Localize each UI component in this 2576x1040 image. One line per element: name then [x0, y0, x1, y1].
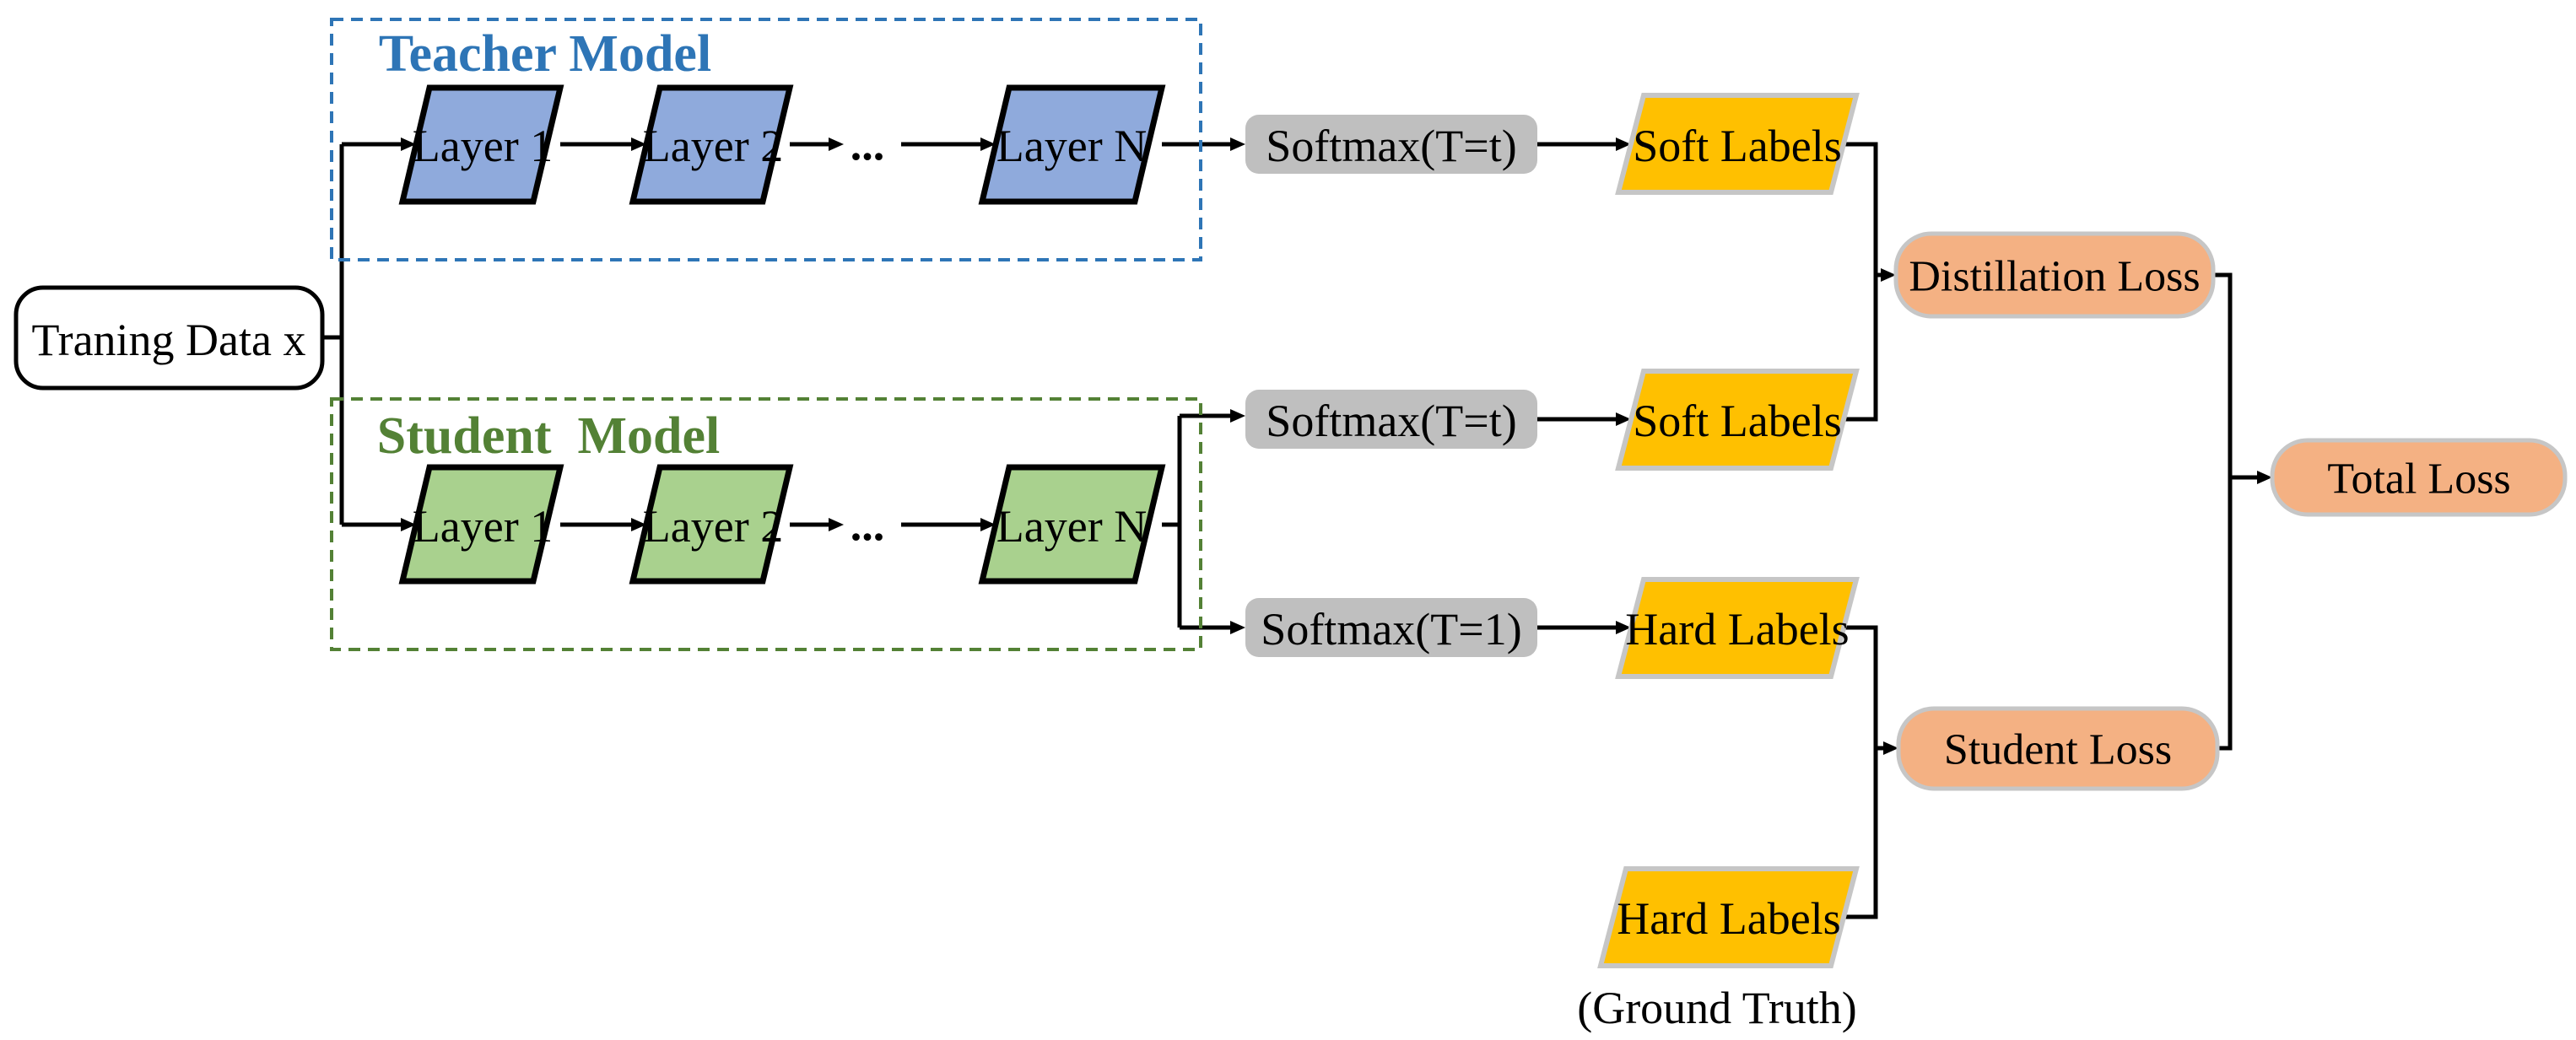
softmax-teacher-label: Softmax(T=t): [1266, 121, 1516, 171]
training-data-node: Traning Data x: [14, 285, 325, 391]
student-layer-1-shape: [398, 464, 564, 585]
softmax-student-t-label: Softmax(T=t): [1266, 396, 1516, 446]
training-data-label: Traning Data x: [32, 315, 306, 365]
teacher-model-dashed-box: [330, 18, 1202, 261]
teacher-layer-1-label: Layer 1: [413, 121, 553, 171]
total-loss-label: Total Loss: [2327, 455, 2510, 504]
hard-labels-ground-truth-label: Hard Labels: [1617, 893, 1840, 944]
teacher-model-group: Teacher Model Layer 1 Layer 2 ... Layer …: [330, 18, 1202, 261]
teacher-layer-1-shape: [398, 84, 564, 205]
soft-labels-teacher-node: Soft Labels: [1615, 93, 1860, 195]
teacher-layer-n-label: Layer N: [996, 121, 1147, 171]
edge-losses-merge: [2213, 272, 2233, 751]
hard-labels-ground-truth-shape: [1597, 866, 1860, 968]
student-model-group: Student Model Layer 1 Layer 2 ... Layer …: [330, 397, 1202, 651]
student-model-title: Student Model: [377, 407, 720, 465]
softmax-teacher-shape: [1245, 115, 1537, 174]
teacher-layer-2-shape: [629, 84, 794, 205]
soft-labels-student-label: Soft Labels: [1633, 396, 1841, 446]
soft-labels-student-node: Soft Labels: [1615, 369, 1860, 471]
distillation-loss-label: Distillation Loss: [1909, 253, 2200, 301]
softmax-student-1-node: Softmax(T=1): [1245, 598, 1537, 657]
softmax-student-t-node: Softmax(T=t): [1245, 390, 1537, 449]
soft-labels-student-shape: [1615, 369, 1860, 471]
student-loss-shape: [1896, 706, 2220, 791]
hard-labels-ground-truth-node: Hard Labels (Ground Truth): [1577, 866, 1860, 1033]
student-loss-label: Student Loss: [1944, 726, 2172, 774]
softmax-teacher-node: Softmax(T=t): [1245, 115, 1537, 174]
softmax-student-t-shape: [1245, 390, 1537, 449]
teacher-layer-2-label: Layer 2: [643, 121, 783, 171]
distillation-loss-node: Distillation Loss: [1893, 231, 2216, 319]
hard-labels-student-label: Hard Labels: [1625, 604, 1849, 655]
edge-soft-labels-merge: [1844, 142, 1878, 422]
total-loss-shape: [2270, 438, 2568, 517]
student-layer-1-label: Layer 1: [413, 501, 553, 552]
student-ellipsis: ...: [851, 499, 885, 550]
ground-truth-caption: (Ground Truth): [1577, 983, 1857, 1033]
teacher-ellipsis: ...: [851, 119, 885, 170]
student-layer-2-shape: [629, 464, 794, 585]
soft-labels-teacher-label: Soft Labels: [1633, 121, 1841, 171]
teacher-layer-n-shape: [978, 84, 1166, 205]
hard-labels-student-shape: [1615, 577, 1860, 679]
student-layer-2-label: Layer 2: [643, 501, 783, 552]
softmax-student-1-label: Softmax(T=1): [1261, 604, 1521, 655]
teacher-model-title: Teacher Model: [379, 25, 711, 83]
connectors: [322, 137, 2272, 919]
student-model-dashed-box: [330, 397, 1202, 651]
student-layer-n-label: Layer N: [996, 501, 1147, 552]
softmax-student-1-shape: [1245, 598, 1537, 657]
edge-hard-labels-merge: [1844, 625, 1878, 919]
student-loss-node: Student Loss: [1896, 706, 2220, 791]
training-data-shape: [14, 285, 325, 391]
hard-labels-student-node: Hard Labels: [1615, 577, 1860, 679]
soft-labels-teacher-shape: [1615, 93, 1860, 195]
distillation-loss-shape: [1893, 231, 2216, 319]
student-layer-n-shape: [978, 464, 1166, 585]
total-loss-node: Total Loss: [2270, 438, 2568, 517]
